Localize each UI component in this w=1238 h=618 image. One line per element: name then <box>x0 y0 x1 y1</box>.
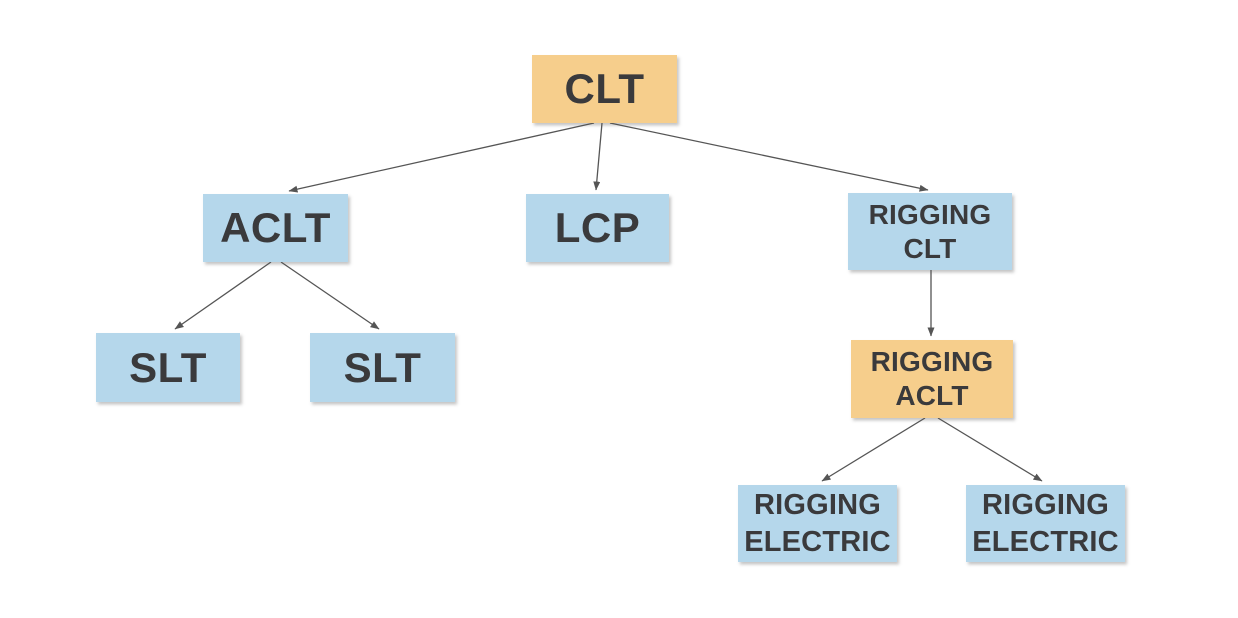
connector-aclt-slt-left <box>174 261 272 330</box>
node-rigging-aclt: RIGGING ACLT <box>851 340 1013 418</box>
connector-aclt-slt-right <box>280 261 380 330</box>
connector-clt-rigging-clt <box>609 122 929 192</box>
node-slt-right: SLT <box>310 333 455 402</box>
node-rigging-electric-left: RIGGING ELECTRIC <box>738 485 897 562</box>
connector-clt-lcp <box>593 122 603 191</box>
node-lcp: LCP <box>526 194 669 262</box>
node-aclt: ACLT <box>203 194 348 262</box>
node-clt: CLT <box>532 55 677 123</box>
connector-clt-aclt <box>288 122 595 193</box>
node-rigging-clt: RIGGING CLT <box>848 193 1012 270</box>
node-slt-left: SLT <box>96 333 240 402</box>
connector-rigging-aclt-rigging-electric-left <box>821 417 926 482</box>
node-rigging-electric-right: RIGGING ELECTRIC <box>966 485 1125 562</box>
connector-rigging-aclt-rigging-electric-right <box>937 417 1043 482</box>
